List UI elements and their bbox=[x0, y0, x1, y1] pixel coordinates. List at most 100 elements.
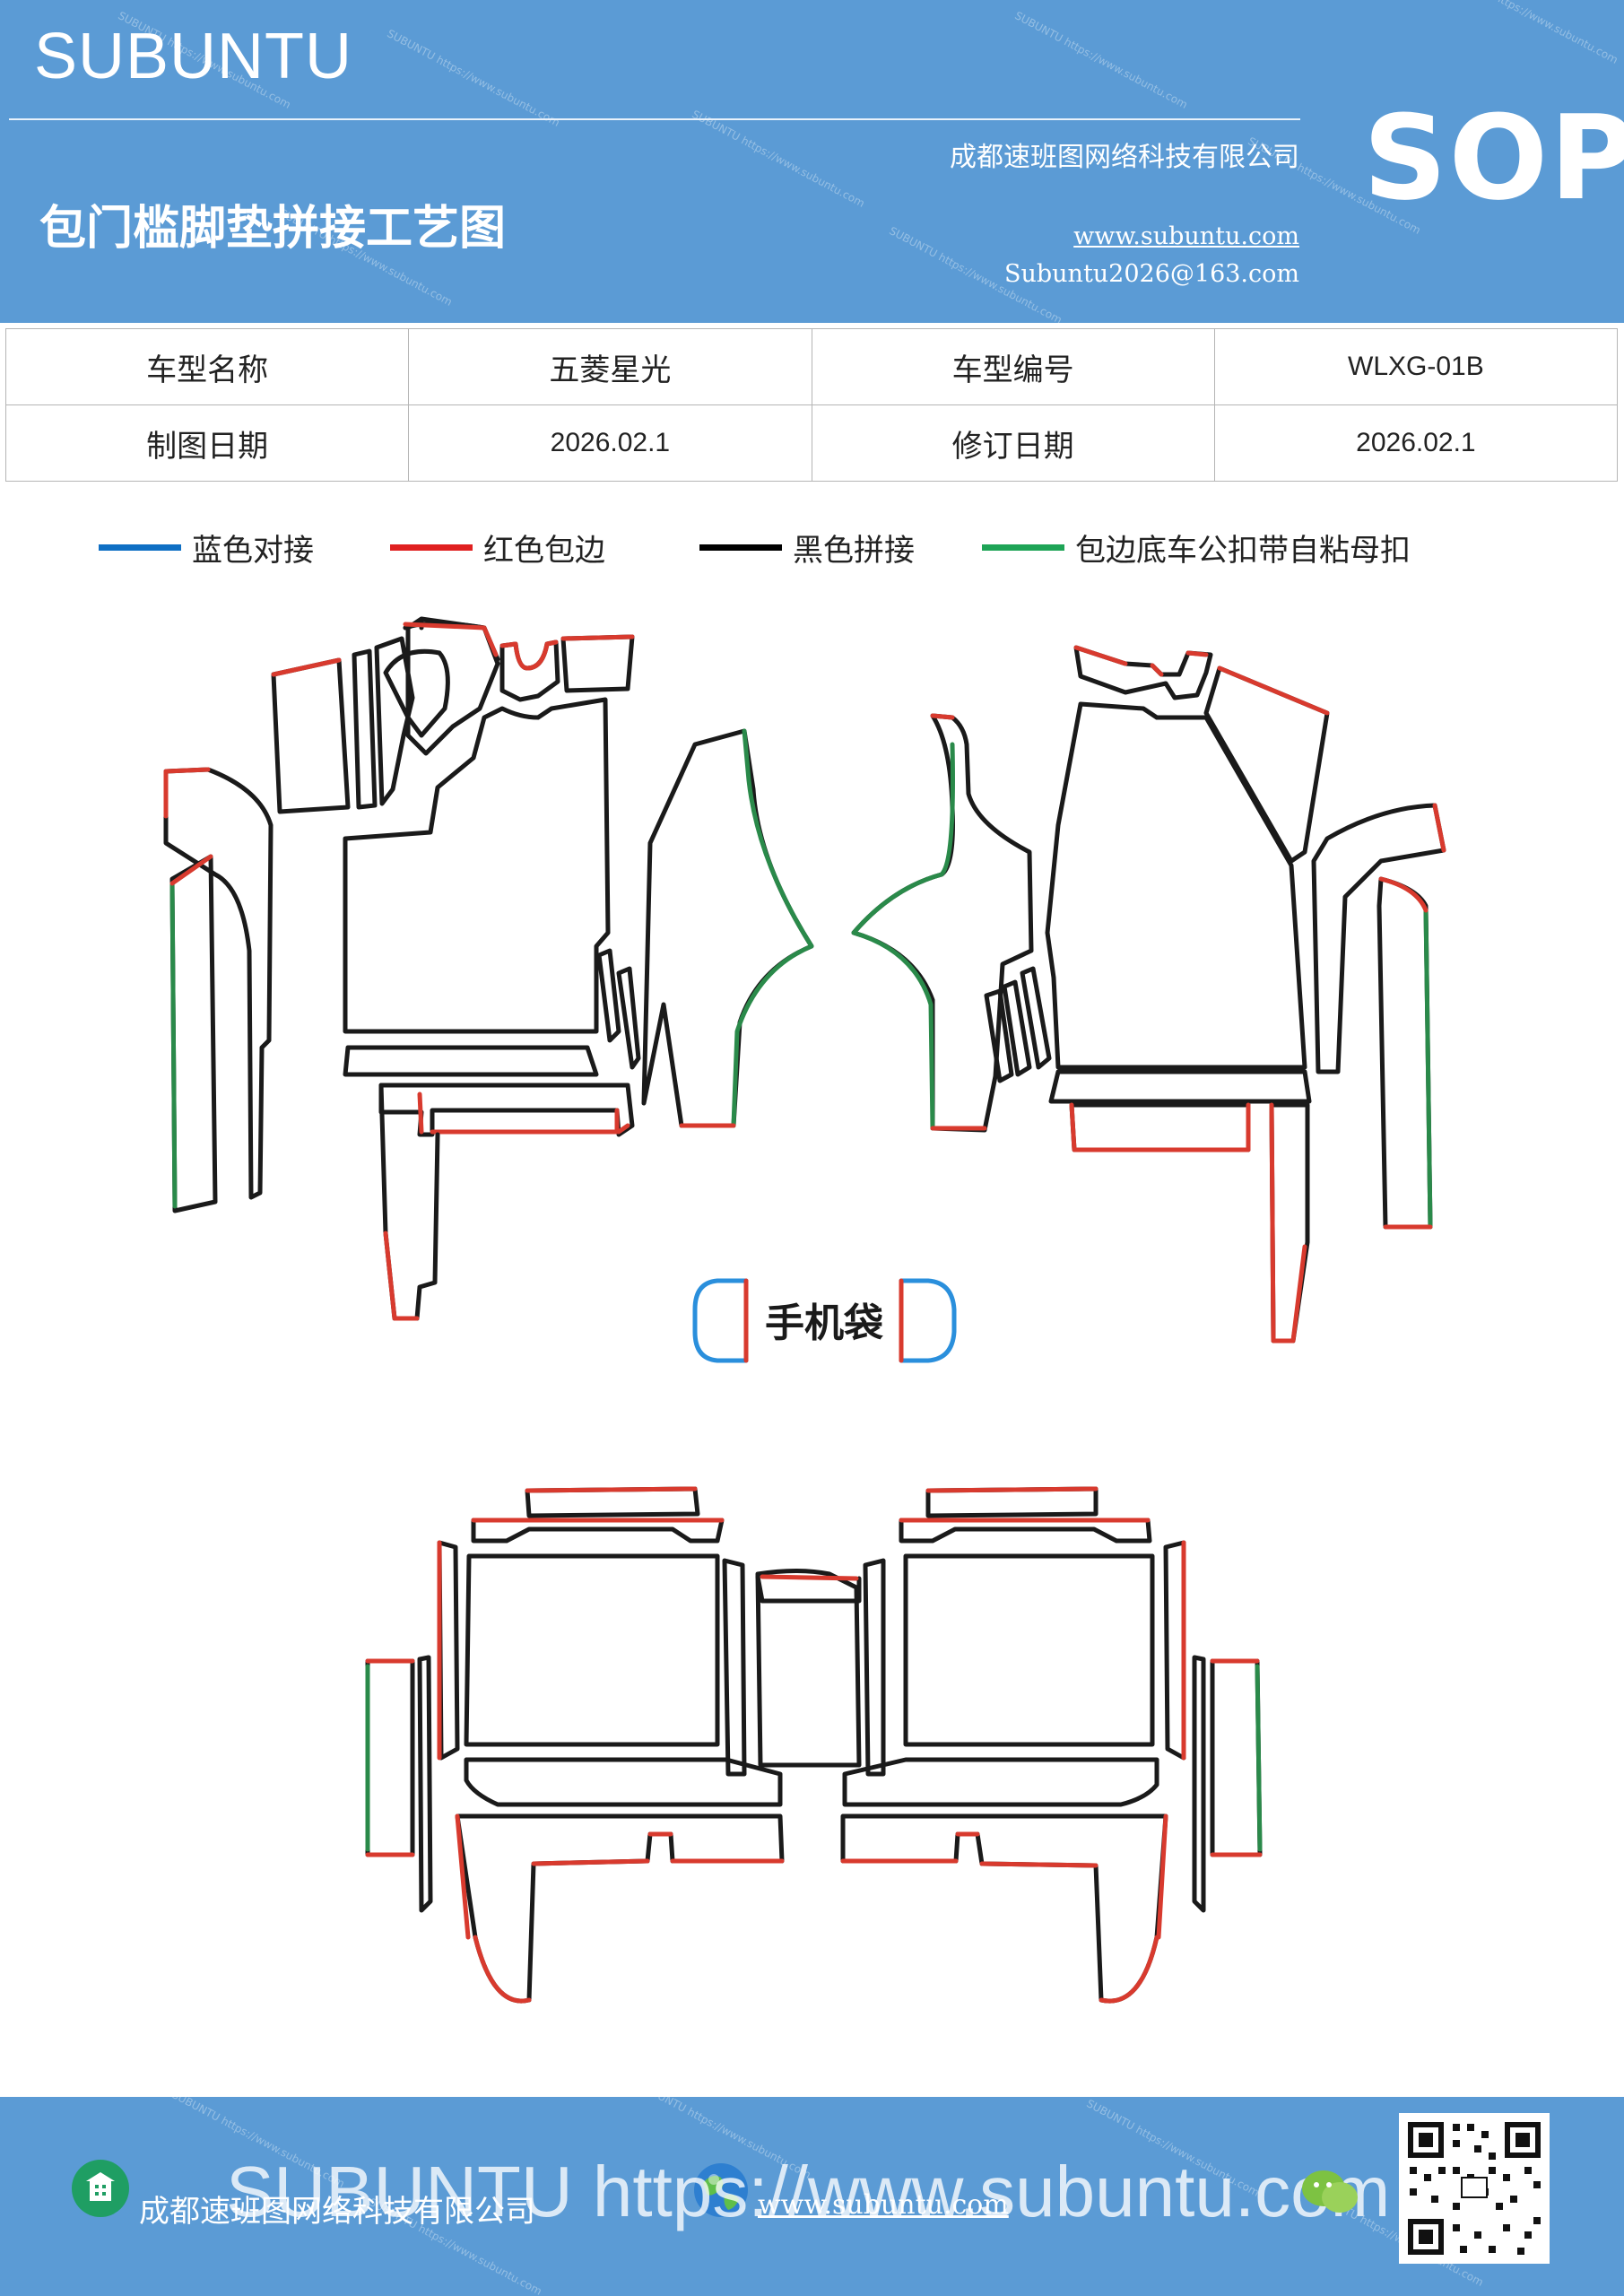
phone-bag-left bbox=[692, 1278, 749, 1363]
watermark-text: SUBUNTU https://www.subuntu.com bbox=[1443, 0, 1620, 66]
mat-piece bbox=[1069, 1102, 1251, 1152]
mat-piece bbox=[1269, 1102, 1310, 1344]
globe-icon bbox=[690, 2160, 751, 2221]
header-banner: SUBUNTU https://www.subuntu.com SUBUNTU … bbox=[0, 0, 1624, 323]
table-value: WLXG-01B bbox=[1213, 328, 1619, 405]
mat-piece bbox=[365, 1658, 415, 1857]
mat-piece bbox=[1192, 1655, 1206, 1913]
mat-piece bbox=[455, 1813, 785, 2004]
mat-piece bbox=[851, 713, 1034, 1133]
mat-piece bbox=[863, 1558, 886, 1777]
floor-mat-splicing-diagram: 手机袋 bbox=[163, 616, 1446, 2004]
legend-label: 红色包边 bbox=[483, 532, 605, 569]
legend-label: 包边底车公扣带自粘母扣 bbox=[1075, 532, 1411, 569]
mat-edge bbox=[1210, 1658, 1263, 1857]
mat-edge bbox=[560, 634, 635, 641]
footer-banner: SUBUNTU https://www.subuntu.com SUBUNTU … bbox=[0, 2097, 1624, 2296]
mat-edge bbox=[840, 1813, 1168, 2004]
table-value: 2026.02.1 bbox=[1213, 404, 1619, 482]
mat-piece bbox=[271, 657, 351, 814]
legend-item-green: 包边底车公扣带自粘母扣 bbox=[982, 525, 1411, 570]
mat-edge bbox=[169, 854, 213, 886]
table-value: 五菱星光 bbox=[408, 328, 812, 405]
mat-edge bbox=[417, 1091, 630, 1135]
mat-piece bbox=[842, 1757, 1159, 1807]
mat-piece bbox=[1002, 979, 1032, 1077]
mat-piece bbox=[499, 639, 560, 702]
mat-piece bbox=[1376, 876, 1433, 1230]
mat-piece bbox=[722, 1558, 747, 1777]
mat-edge bbox=[1217, 665, 1330, 716]
mat-edge bbox=[731, 728, 814, 1128]
table-label: 修订日期 bbox=[811, 404, 1215, 482]
mat-piece bbox=[1311, 803, 1446, 1074]
mat-piece bbox=[374, 636, 415, 806]
mat-edge bbox=[525, 1486, 698, 1493]
mat-edge bbox=[455, 1813, 785, 2004]
mat-edge bbox=[930, 713, 987, 1131]
mat-piece bbox=[525, 1486, 700, 1518]
mat-piece bbox=[616, 966, 641, 1070]
mat-piece bbox=[1048, 1069, 1312, 1104]
mat-piece bbox=[1210, 1658, 1263, 1857]
mat-piece bbox=[1163, 1540, 1186, 1761]
mat-piece bbox=[755, 1574, 862, 1604]
mat-edge bbox=[169, 881, 178, 1209]
legend-label: 蓝色对接 bbox=[192, 532, 314, 569]
mat-piece bbox=[352, 648, 378, 810]
mat-piece bbox=[343, 1045, 599, 1077]
mat-edge bbox=[1269, 1102, 1307, 1344]
website-link[interactable]: www.subuntu.com bbox=[1073, 222, 1299, 250]
mat-edge bbox=[1378, 876, 1433, 1230]
mat-group-upper-right bbox=[851, 645, 1446, 1344]
mat-piece bbox=[1203, 665, 1330, 864]
phone-bag-label: 手机袋 bbox=[765, 1300, 883, 1346]
mat-edge bbox=[1069, 1102, 1251, 1152]
mat-edge bbox=[851, 742, 955, 1131]
phone-bag-right bbox=[899, 1278, 957, 1363]
table-value: 2026.02.1 bbox=[408, 404, 812, 482]
watermark-text: SUBUNTU https://www.subuntu.com bbox=[690, 108, 867, 210]
brand-logo-text: SUBUNTU bbox=[34, 21, 353, 92]
mat-piece bbox=[163, 767, 274, 1200]
mat-piece bbox=[1045, 701, 1307, 1070]
mat-edge bbox=[1423, 908, 1433, 1230]
mat-piece bbox=[755, 1569, 862, 1768]
mat-edge bbox=[760, 1574, 859, 1581]
color-legend: 蓝色对接 红色包边 黑色拼接 包边底车公扣带自粘母扣 bbox=[0, 525, 1624, 570]
legend-item-red: 红色包边 bbox=[390, 525, 605, 570]
mat-piece bbox=[560, 634, 635, 693]
legend-swatch-green bbox=[982, 544, 1064, 551]
table-row: 制图日期 2026.02.1 修订日期 2026.02.1 bbox=[4, 404, 1619, 482]
mat-edge bbox=[1432, 803, 1446, 853]
page-title: 包门槛脚垫拼接工艺图 bbox=[39, 202, 507, 256]
watermark-text: SUBUNTU https://www.subuntu.com bbox=[1012, 9, 1190, 111]
mat-piece bbox=[437, 1540, 460, 1761]
mat-piece bbox=[378, 1083, 635, 1137]
footer-company-name: 成都速班图网络科技有限公司 bbox=[139, 2194, 535, 2230]
legend-swatch-red bbox=[390, 544, 473, 551]
mat-piece bbox=[464, 1553, 720, 1747]
mat-piece bbox=[925, 1486, 1099, 1518]
table-label: 车型名称 bbox=[4, 328, 410, 405]
mat-piece bbox=[641, 728, 814, 1128]
mat-edge bbox=[383, 1231, 420, 1321]
mat-edge bbox=[365, 1658, 415, 1857]
watermark-text: SUBUNTU https://www.subuntu.com bbox=[385, 27, 562, 129]
legend-item-black: 黑色拼接 bbox=[699, 525, 915, 570]
mat-edge bbox=[403, 622, 499, 657]
mat-edge bbox=[1073, 645, 1209, 677]
legend-item-blue: 蓝色对接 bbox=[99, 525, 314, 570]
footer-watermark-overlay: SUBUNTU https://www.subuntu.com bbox=[226, 2152, 1391, 2231]
vehicle-info-table: 车型名称 五菱星光 车型编号 WLXG-01B 制图日期 2026.02.1 修… bbox=[4, 328, 1619, 482]
mat-piece bbox=[417, 1655, 433, 1913]
table-row: 车型名称 五菱星光 车型编号 WLXG-01B bbox=[4, 328, 1619, 405]
sop-badge: SOP bbox=[1363, 90, 1624, 226]
footer-website-link[interactable]: www.subuntu.com bbox=[758, 2189, 1009, 2221]
email-text: Subuntu2026@163.com bbox=[1004, 260, 1299, 288]
building-icon bbox=[72, 2160, 129, 2217]
qr-code-icon bbox=[1399, 2113, 1550, 2264]
header-divider bbox=[9, 118, 1300, 120]
mat-piece bbox=[464, 1757, 783, 1807]
legend-swatch-blue bbox=[99, 544, 181, 551]
